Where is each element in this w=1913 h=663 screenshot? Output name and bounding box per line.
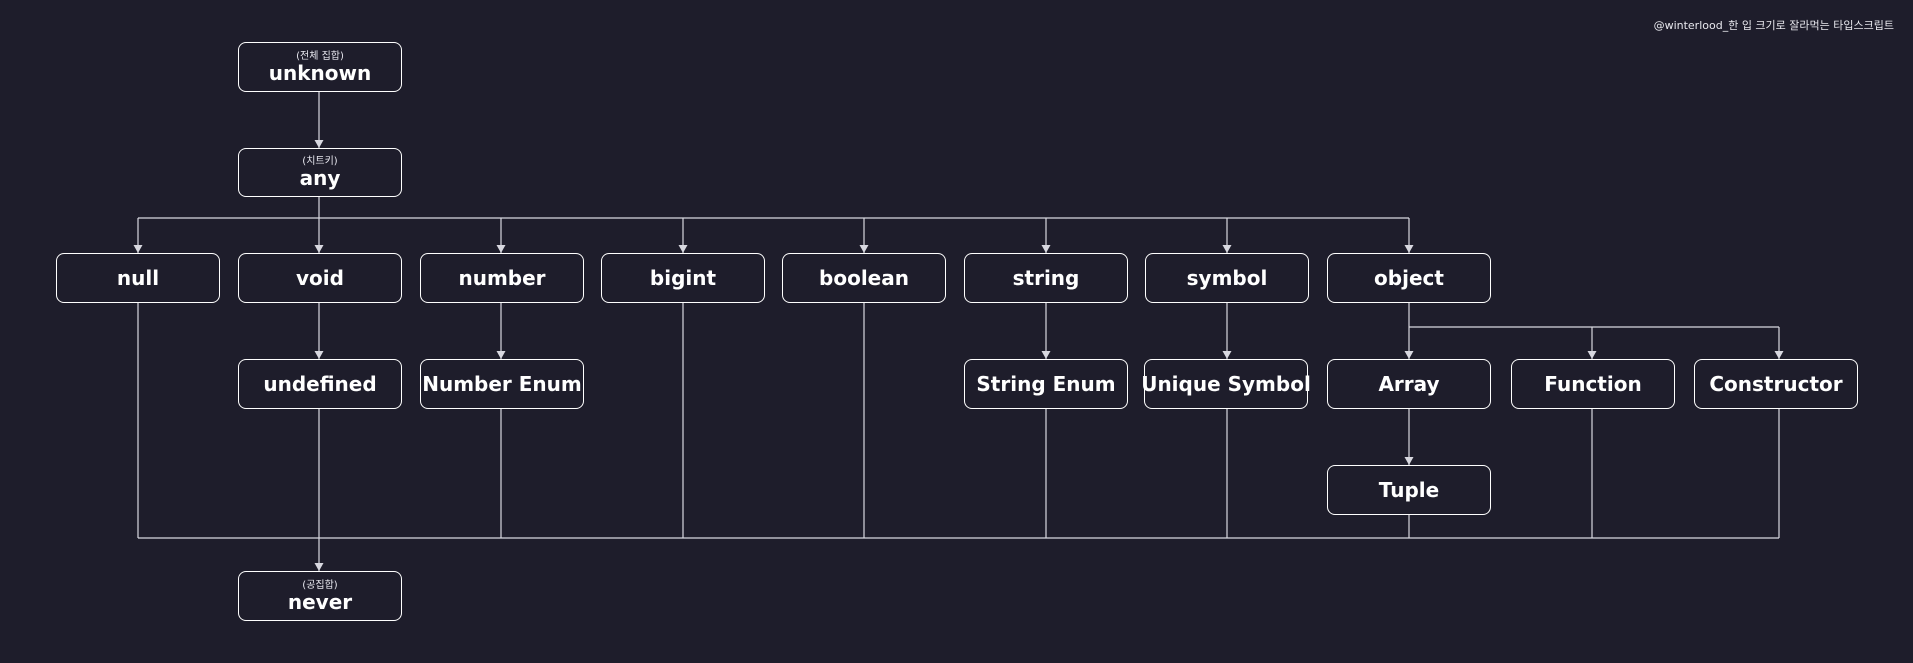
node-symbol-label: symbol	[1186, 265, 1268, 290]
node-unknown-label: unknown	[268, 60, 372, 85]
arrowhead	[678, 245, 688, 253]
node-void-label: void	[296, 265, 344, 290]
arrowhead	[314, 245, 324, 253]
node-string: string	[964, 253, 1128, 303]
arrowhead	[314, 351, 324, 359]
node-unique-symbol-label: Unique Symbol	[1141, 371, 1311, 396]
arrowhead	[496, 245, 506, 253]
arrowhead	[1041, 351, 1051, 359]
arrowhead	[1404, 351, 1414, 359]
node-number-enum: Number Enum	[420, 359, 584, 409]
node-number-enum-label: Number Enum	[422, 371, 582, 396]
node-tuple-label: Tuple	[1378, 477, 1440, 502]
node-function-label: Function	[1544, 371, 1642, 396]
node-bigint: bigint	[601, 253, 765, 303]
node-any-sub: (치트키)	[302, 156, 338, 167]
arrowhead	[859, 245, 869, 253]
node-any-label: any	[299, 166, 341, 190]
node-never-sub: (공집합)	[302, 579, 338, 591]
arrowhead	[1587, 351, 1597, 359]
arrowhead	[496, 351, 506, 359]
node-void: void	[238, 253, 402, 303]
node-string-enum: String Enum	[964, 359, 1128, 409]
node-string-enum-label: String Enum	[976, 371, 1116, 396]
node-number-label: number	[458, 265, 546, 290]
arrowhead	[133, 245, 143, 253]
node-never: (공집합) never	[238, 571, 402, 621]
arrowhead	[314, 140, 324, 148]
arrowhead	[1222, 245, 1232, 253]
arrowhead	[1222, 351, 1232, 359]
node-boolean: boolean	[782, 253, 946, 303]
node-undefined: undefined	[238, 359, 402, 409]
node-object: object	[1327, 253, 1491, 303]
node-function: Function	[1511, 359, 1675, 409]
node-boolean-label: boolean	[819, 265, 909, 290]
arrowhead	[1041, 245, 1051, 253]
node-constructor-label: Constructor	[1709, 371, 1843, 396]
node-unique-symbol: Unique Symbol	[1141, 359, 1311, 409]
node-number: number	[420, 253, 584, 303]
node-unknown-sub: (전체 집합)	[296, 50, 344, 62]
node-constructor: Constructor	[1694, 359, 1858, 409]
arrowhead	[1774, 351, 1784, 359]
arrowhead	[1404, 457, 1414, 465]
node-array-label: Array	[1378, 371, 1440, 396]
arrowhead	[314, 563, 324, 571]
node-never-label: never	[287, 589, 353, 614]
node-object-label: object	[1374, 265, 1444, 290]
author-credit: @winterlood_한 입 크기로 잘라먹는 타입스크립트	[1653, 19, 1894, 32]
node-bigint-label: bigint	[649, 265, 717, 290]
node-tuple: Tuple	[1327, 465, 1491, 515]
node-array: Array	[1327, 359, 1491, 409]
node-null-label: null	[116, 265, 160, 290]
node-string-label: string	[1012, 265, 1080, 290]
node-undefined-label: undefined	[263, 371, 377, 396]
node-any: (치트키) any	[238, 148, 402, 197]
node-unknown: (전체 집합) unknown	[238, 42, 402, 92]
node-null: null	[56, 253, 220, 303]
node-symbol: symbol	[1145, 253, 1309, 303]
arrowhead	[1404, 245, 1414, 253]
